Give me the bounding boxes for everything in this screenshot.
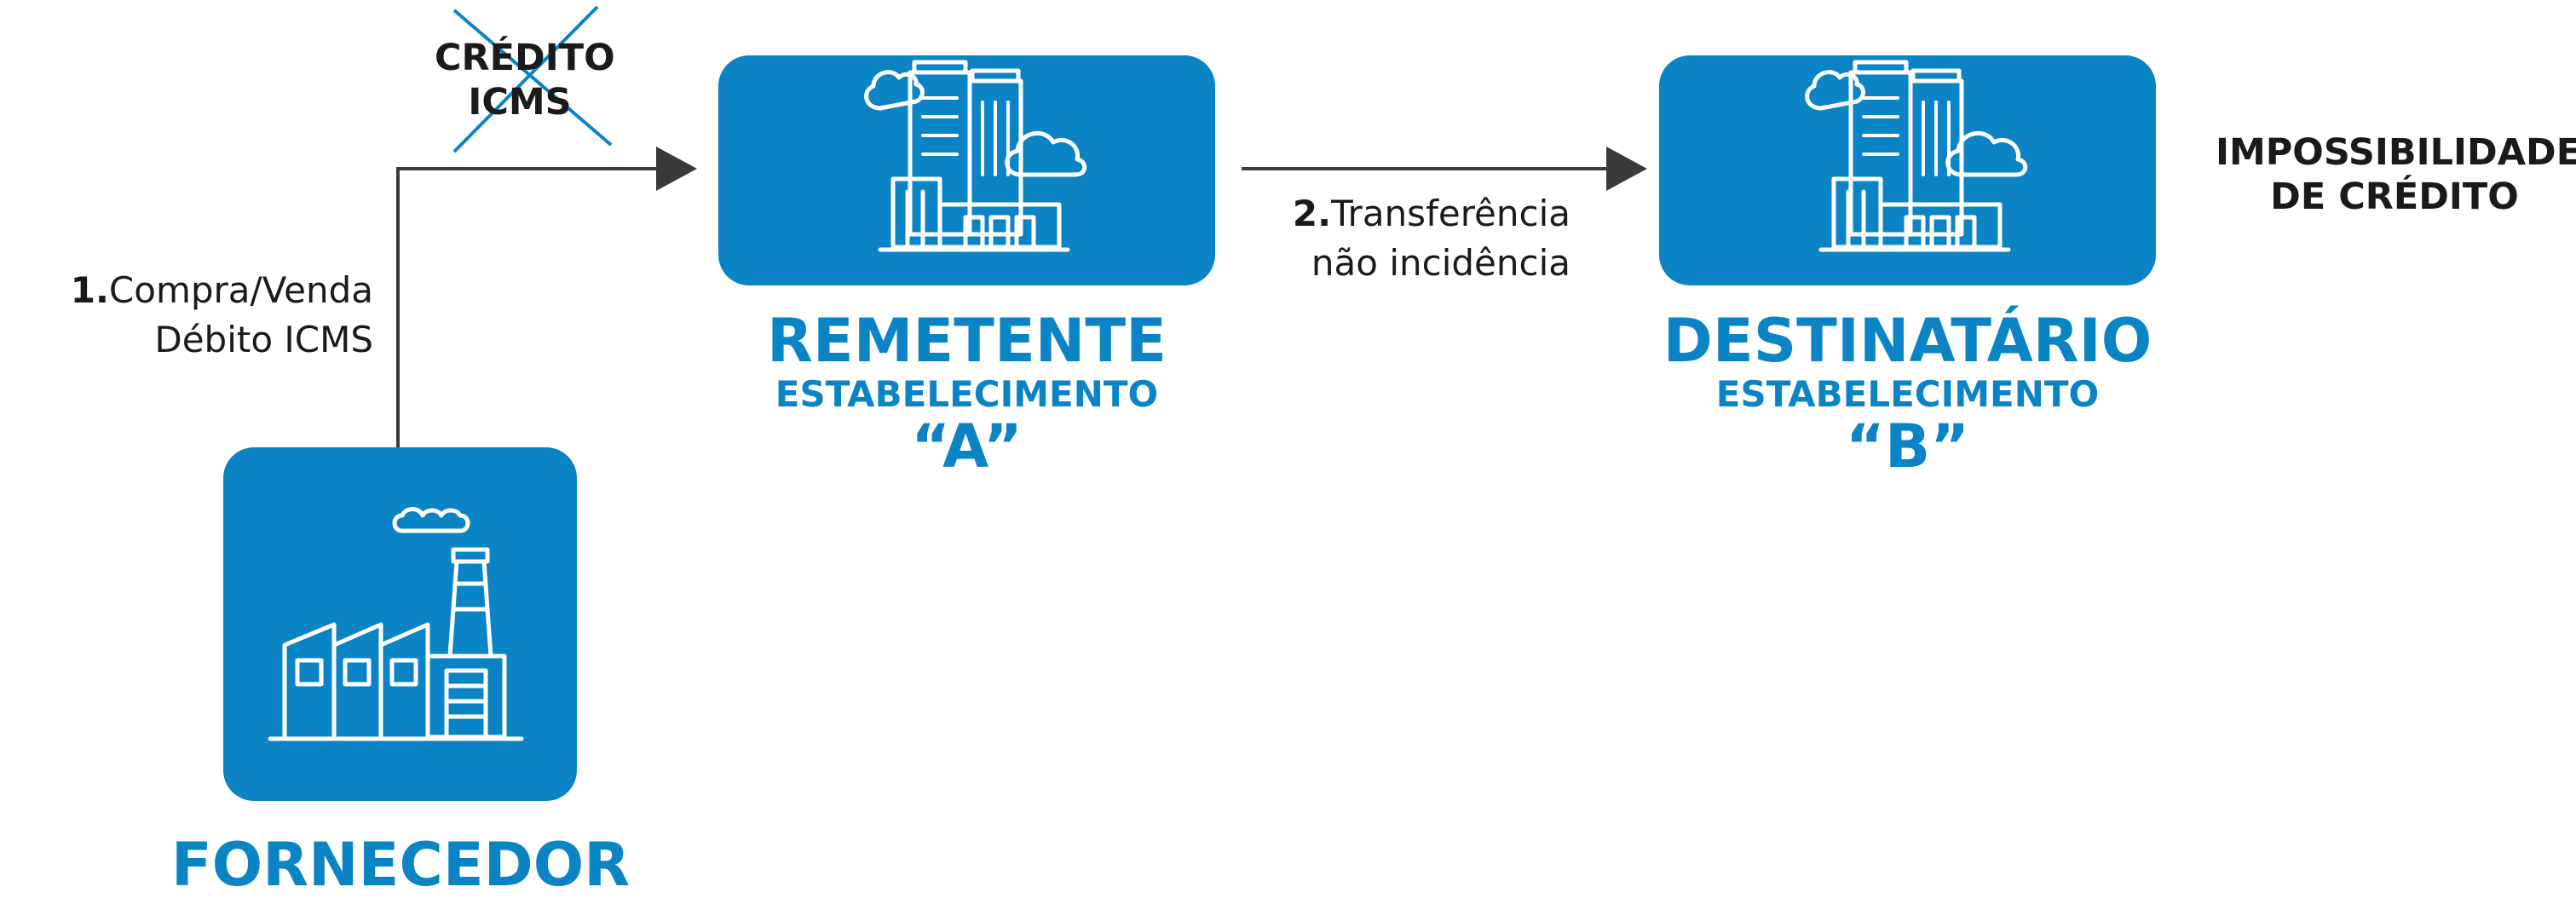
result-label: IMPOSSIBILIDADE DE CRÉDITO xyxy=(2216,130,2576,219)
sender-node-label: REMETENTE ESTABELECIMENTO “A” xyxy=(718,307,1215,479)
purchase-arrowhead xyxy=(656,147,697,191)
purchase-label: 1.Compra/Venda Débito ICMS xyxy=(71,266,373,365)
transfer-label: 2.Transferência não incidência xyxy=(1293,189,1570,288)
sender-node-box xyxy=(718,55,1215,285)
purchase-connector xyxy=(396,167,665,447)
result-label-line2: DE CRÉDITO xyxy=(2270,176,2519,218)
factory-icon xyxy=(268,507,524,741)
transfer-arrowhead xyxy=(1606,147,1647,191)
supplier-node-label: FORNECEDOR xyxy=(145,831,656,899)
supplier-node-name: FORNECEDOR xyxy=(170,830,631,900)
receiver-node-box xyxy=(1659,55,2156,285)
sender-node-code: “A” xyxy=(911,412,1023,481)
transfer-label-line2: não incidência xyxy=(1311,242,1570,284)
purchase-label-line2: Débito ICMS xyxy=(154,319,373,360)
cross-stroke-2 xyxy=(452,5,599,153)
receiver-node-sub: ESTABELECIMENTO xyxy=(1715,373,2100,415)
sender-node-name: REMETENTE xyxy=(767,306,1167,376)
buildings-icon xyxy=(1805,60,2028,252)
cross-stroke-1 xyxy=(452,9,613,147)
result-label-line1: IMPOSSIBILIDADE xyxy=(2216,131,2576,174)
purchase-label-line1: Compra/Venda xyxy=(108,269,373,311)
receiver-node-code: “B” xyxy=(1845,412,1970,481)
receiver-node-label: DESTINATÁRIO ESTABELECIMENTO “B” xyxy=(1659,307,2156,479)
transfer-label-line1: Transferência xyxy=(1331,193,1570,234)
crossed-credit-label: CRÉDITO ICMS xyxy=(435,36,615,124)
supplier-node-box xyxy=(223,447,577,801)
transfer-step-number: 2. xyxy=(1292,193,1332,234)
purchase-step-number: 1. xyxy=(70,269,109,311)
sender-node-sub: ESTABELECIMENTO xyxy=(775,373,1159,415)
buildings-icon xyxy=(864,60,1087,252)
crossed-credit-line2: ICMS xyxy=(468,81,572,124)
crossed-credit-line1: CRÉDITO xyxy=(435,37,615,79)
receiver-node-name: DESTINATÁRIO xyxy=(1663,306,2152,376)
